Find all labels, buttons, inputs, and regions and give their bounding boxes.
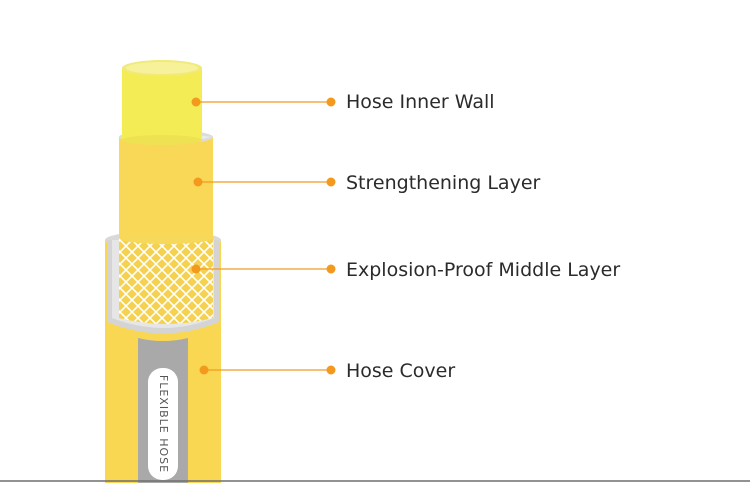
leader-middle-layer-end-dot — [326, 264, 336, 274]
label-strengthening-layer: Strengthening Layer — [346, 172, 541, 194]
leader-strengthening-end-dot — [326, 177, 336, 187]
leader-inner-wall-end-dot — [326, 97, 336, 107]
leader-middle-layer-start-dot — [191, 264, 201, 274]
inner-wall-layer — [122, 60, 202, 145]
label-explosion-proof-middle-layer: Explosion-Proof Middle Layer — [346, 259, 621, 281]
callout-leaders — [191, 97, 336, 375]
stripe-text: FLEXIBLE HOSE — [157, 375, 170, 473]
label-hose-inner-wall: Hose Inner Wall — [346, 91, 495, 113]
cover-stripe: FLEXIBLE HOSE — [138, 338, 188, 483]
leader-cover-end-dot — [326, 365, 336, 375]
label-hose-cover: Hose Cover — [346, 360, 456, 382]
middle-layer-mesh — [119, 232, 213, 324]
leader-cover-start-dot — [199, 365, 209, 375]
leader-strengthening-start-dot — [193, 177, 203, 187]
leader-inner-wall-start-dot — [191, 97, 201, 107]
